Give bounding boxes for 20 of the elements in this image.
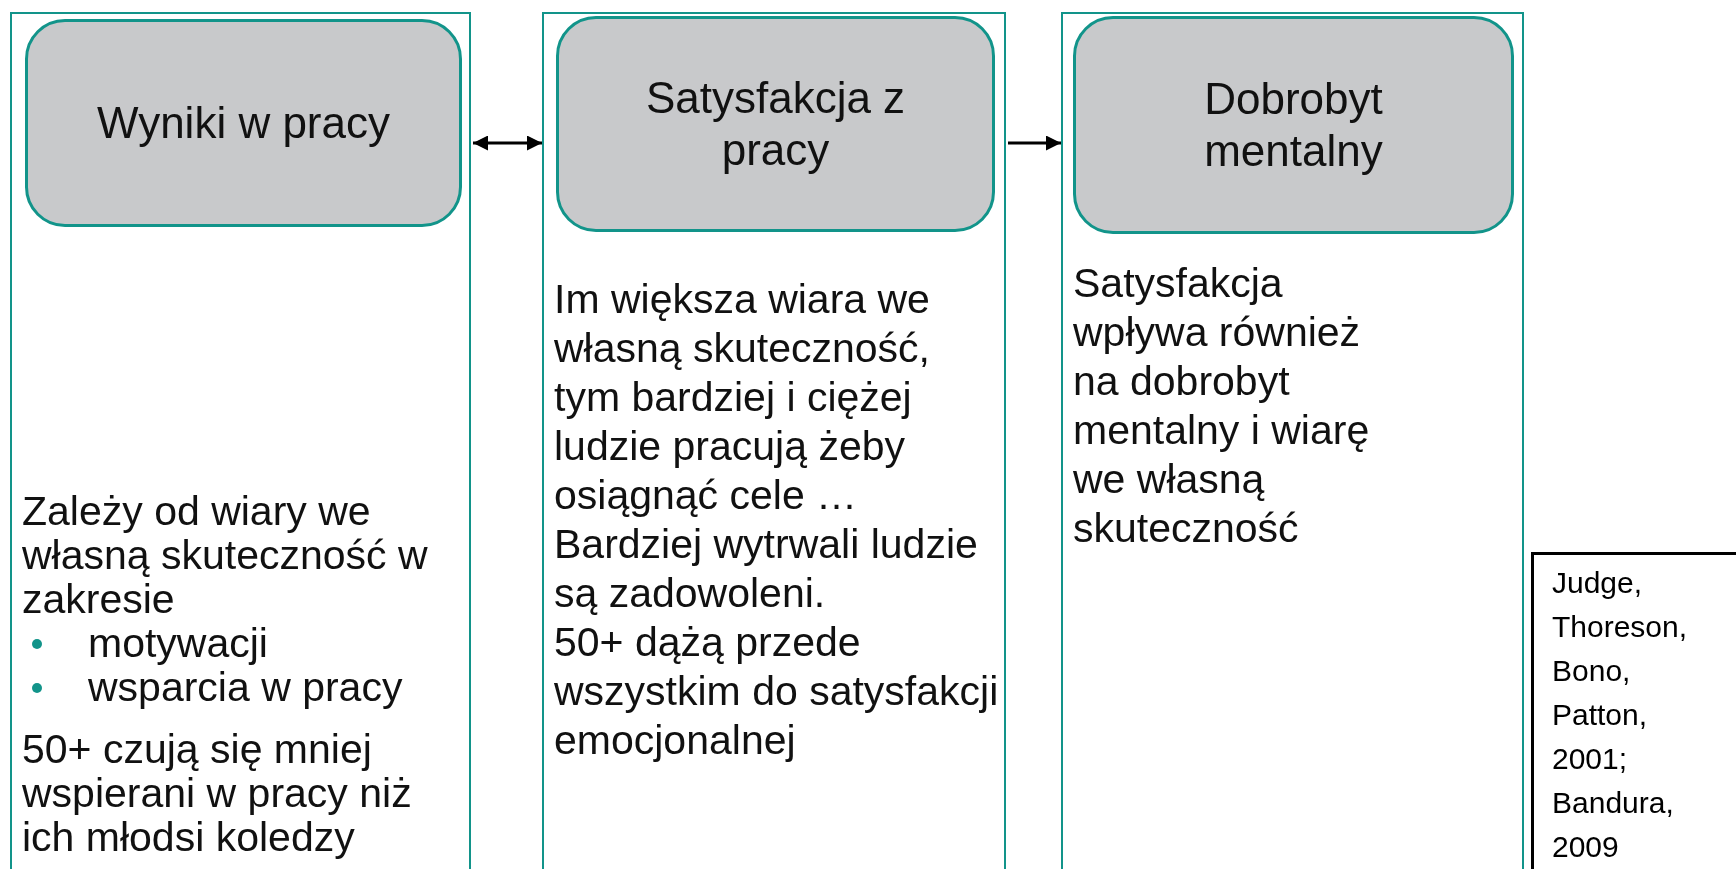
stage-title: Satysfakcja z pracy (644, 72, 907, 176)
list-item: motywacji (88, 620, 268, 666)
stage-box (556, 16, 995, 232)
citation-text: Judge, Thoreson, Bono, Patton, 2001; Bandura, 2009 (1552, 565, 1689, 865)
arrow (1008, 135, 1061, 151)
body-text: Bardziej wytrwali ludzie są zadowoleni. (554, 520, 979, 618)
stage-title: Dobrobyt mentalny (1203, 73, 1384, 177)
column-panel (10, 12, 471, 869)
column-panel (1061, 12, 1524, 869)
stage-title: Wyniki w pracy (97, 97, 390, 149)
body-text: Im większa wiara we własną skuteczność, tym bardziej i ciężej ludzie pracują żeby osiągnąć cele … (554, 275, 931, 520)
body-text: 50+ czują się mniej wspierani w pracy niż ich młodsi koledzy (22, 727, 413, 859)
citation-box (1531, 552, 1736, 869)
column-panel (542, 12, 1006, 869)
body-text: Satysfakcja wpływa również na dobrobyt mentalny i wiarę we własną skuteczność (1073, 259, 1371, 553)
arrow (473, 135, 542, 151)
stage-box (1073, 16, 1514, 234)
stage-box (25, 19, 462, 227)
list-item: wsparcia w pracy (88, 664, 403, 710)
body-text: 50+ dążą przede wszystkim do satysfakcji emocjonalnej (554, 618, 1000, 765)
